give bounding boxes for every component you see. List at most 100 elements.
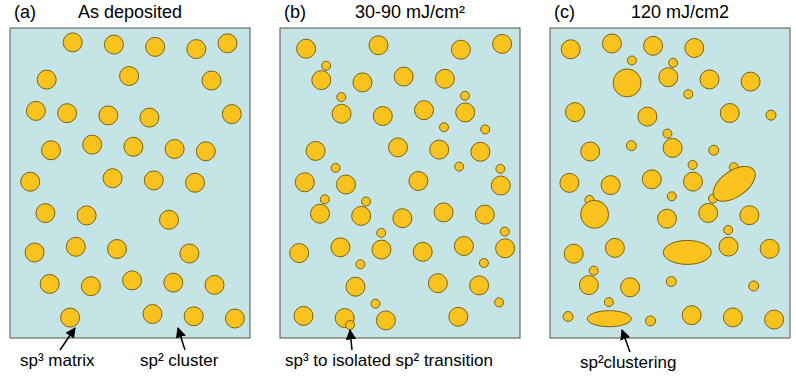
sp2-cluster-small — [749, 281, 759, 291]
sp2-cluster — [579, 276, 598, 295]
isolated-sp2 — [500, 227, 509, 236]
sp2-cluster — [581, 142, 600, 161]
sp2-cluster — [306, 141, 325, 160]
sp2-cluster — [560, 173, 579, 192]
sp2-cluster-merged — [707, 159, 761, 208]
sp2-cluster-merged — [587, 311, 631, 327]
panel-title: (a) — [14, 3, 36, 23]
isolated-sp2 — [362, 197, 371, 206]
leader-arrow — [178, 328, 185, 350]
sp2-cluster — [435, 69, 454, 88]
sp2-cluster — [372, 240, 391, 259]
sp2-cluster — [205, 275, 224, 294]
sp2-cluster — [451, 40, 470, 59]
sp2-cluster — [353, 73, 372, 92]
sp2-cluster — [124, 137, 143, 156]
isolated-sp2 — [377, 228, 386, 237]
sp2-cluster — [561, 40, 580, 59]
isolated-sp2 — [667, 192, 676, 201]
sp2-cluster — [123, 271, 142, 290]
sp2-cluster-small — [766, 110, 776, 120]
sp2-cluster — [602, 34, 621, 53]
sp2-cluster — [104, 35, 123, 54]
isolated-sp2 — [455, 162, 464, 171]
sp2-cluster — [331, 238, 350, 257]
sp2-cluster — [760, 239, 779, 258]
sp2-cluster — [740, 206, 759, 225]
sp2-cluster — [621, 278, 640, 297]
isolated-sp2 — [684, 90, 693, 99]
sp2-cluster — [77, 206, 96, 225]
sp2-cluster — [475, 205, 494, 224]
sp2-cluster — [700, 70, 719, 89]
callout-label: sp³ to isolated sp² transition — [285, 352, 493, 371]
isolated-sp2 — [481, 125, 490, 134]
sp2-cluster — [564, 244, 583, 263]
sp2-cluster — [682, 306, 701, 325]
isolated-sp2 — [669, 58, 678, 67]
sp2-cluster — [83, 135, 102, 154]
sp2-cluster — [186, 173, 205, 192]
sp2-cluster — [63, 33, 82, 52]
isolated-sp2 — [371, 299, 380, 308]
sp2-cluster — [376, 311, 395, 330]
sp2-cluster — [103, 169, 122, 188]
sp2-cluster — [143, 305, 162, 324]
isolated-sp2 — [322, 61, 331, 70]
sp2-cluster — [144, 171, 163, 190]
sp2-cluster — [454, 237, 473, 256]
sp2-cluster — [471, 142, 490, 161]
sp2-cluster — [605, 238, 624, 257]
isolated-sp2 — [627, 56, 636, 65]
callout-label: sp² cluster — [140, 352, 218, 371]
panel-title: As deposited — [78, 3, 182, 23]
callout-label: sp²clustering — [580, 354, 676, 373]
sp2-cluster — [719, 237, 738, 256]
panel-title: 30-90 mJ/cm² — [355, 3, 465, 23]
sp2-cluster — [290, 244, 309, 263]
sp2-cluster — [765, 310, 784, 329]
sp2-cluster — [352, 206, 371, 225]
sp2-cluster — [434, 203, 453, 222]
sp2-cluster — [720, 104, 739, 123]
panel-title: 120 mJ/cm2 — [631, 3, 729, 23]
sp2-cluster — [369, 36, 388, 55]
sp2-cluster — [26, 101, 45, 120]
sp2-cluster — [723, 308, 742, 327]
sp2-cluster — [659, 68, 678, 87]
panel-title: (c) — [554, 3, 575, 23]
sp2-cluster-large — [581, 200, 609, 228]
sp2-cluster — [294, 306, 313, 325]
sp2-cluster — [99, 106, 118, 125]
isolated-sp2 — [724, 226, 733, 235]
leader-arrow — [60, 328, 75, 350]
sp2-cluster — [741, 72, 760, 91]
isolated-sp2 — [604, 298, 613, 307]
sp2-cluster — [389, 138, 408, 157]
sp2-cluster — [685, 39, 704, 58]
sp2-cluster — [491, 176, 510, 195]
sp2-cluster-small — [666, 277, 676, 287]
sp2-cluster — [332, 104, 351, 123]
sp2-cluster-small — [709, 145, 719, 155]
sp2-cluster — [146, 37, 165, 56]
isolated-sp2 — [346, 321, 355, 330]
sp2-cluster — [25, 243, 44, 262]
leader-arrow — [350, 330, 352, 350]
sp2-cluster — [311, 204, 330, 223]
sp2-cluster-merged — [663, 240, 711, 264]
sp2-cluster — [415, 101, 434, 120]
sp2-cluster — [430, 140, 449, 159]
isolated-sp2 — [495, 298, 504, 307]
sp2-cluster — [81, 277, 100, 296]
sp2-cluster — [684, 172, 703, 191]
isolated-sp2 — [337, 93, 346, 102]
sp2-cluster — [312, 71, 331, 90]
isolated-sp2 — [440, 123, 449, 132]
isolated-sp2 — [460, 91, 469, 100]
sp2-cluster — [108, 240, 127, 259]
sp2-cluster-large — [613, 69, 641, 97]
panel-title: (b) — [284, 3, 306, 23]
isolated-sp2 — [663, 129, 672, 138]
sp2-cluster — [37, 70, 56, 89]
